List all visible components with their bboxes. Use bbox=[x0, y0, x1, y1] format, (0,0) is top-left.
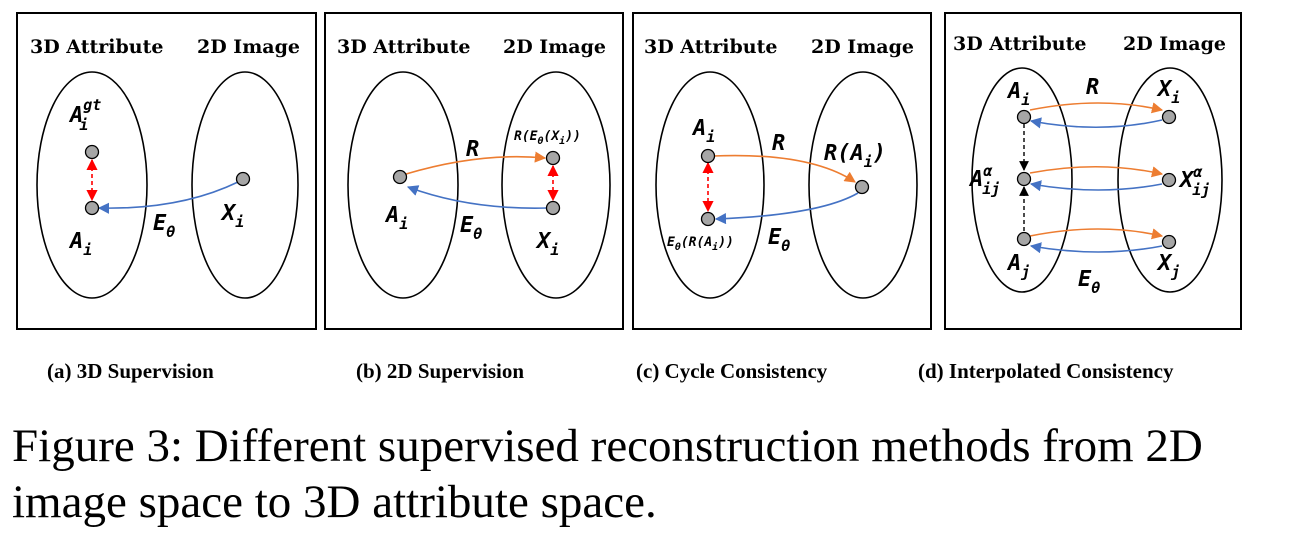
panel-d-render-arrow-j bbox=[1029, 228, 1164, 240]
panel-c-label-A: Ai bbox=[691, 116, 715, 146]
panel-d-frame bbox=[944, 12, 1242, 330]
panel-d-render-arrow-i bbox=[1029, 102, 1164, 114]
panel-c: 3D Attribute 2D Image Ai R R(Ai) Eθ Eθ(R… bbox=[632, 12, 932, 330]
panel-c-label-RA: R(Ai) bbox=[824, 141, 886, 171]
panel-d-dot-Aj bbox=[1016, 231, 1032, 247]
panel-d-image-ellipse bbox=[1117, 67, 1223, 293]
panel-d-label-Aj: Aj bbox=[1006, 251, 1030, 281]
panel-b-label-E: Eθ bbox=[460, 213, 482, 243]
panel-d-render-arrow-ij bbox=[1029, 165, 1164, 178]
caption-c: (c) Cycle Consistency bbox=[636, 359, 828, 383]
panel-b-attr-title: 3D Attribute bbox=[337, 36, 470, 58]
panel-c-frame bbox=[632, 12, 932, 330]
panel-b-label-R: R bbox=[466, 137, 479, 162]
panel-d-dot-Xij bbox=[1161, 172, 1177, 188]
panel-d-attr-ellipse bbox=[971, 67, 1073, 293]
panel-b-label-A: Ai bbox=[384, 203, 408, 233]
panel-c-render-arrow bbox=[712, 154, 856, 183]
caption-b: (b) 2D Supervision bbox=[356, 359, 524, 383]
panel-c-encoder-arrow bbox=[714, 192, 859, 225]
panel-c-label-R: R bbox=[772, 131, 785, 156]
panel-d-dot-Xi bbox=[1161, 109, 1177, 125]
panel-d-encoder-arrow-i bbox=[1029, 117, 1163, 129]
panel-b-label-X: Xi bbox=[535, 229, 559, 259]
panel-b-dot-X bbox=[545, 200, 561, 216]
panel-d-dot-Xj bbox=[1161, 234, 1177, 250]
panel-b-image-title: 2D Image bbox=[503, 36, 606, 58]
panel-c-dot-ERA bbox=[700, 211, 716, 227]
panel-d-label-R: R bbox=[1086, 75, 1099, 100]
panel-a-label-X: Xi bbox=[220, 201, 244, 231]
panel-c-image-ellipse bbox=[808, 71, 918, 299]
panel-d-dot-Aij bbox=[1016, 171, 1032, 187]
panel-d-image-title: 2D Image bbox=[1123, 33, 1226, 55]
panel-c-attr-title: 3D Attribute bbox=[644, 36, 777, 58]
panel-a-image-ellipse bbox=[191, 71, 299, 299]
panel-a-attr-title: 3D Attribute bbox=[30, 36, 163, 58]
panel-b-label-REX: R(Eθ(Xi)) bbox=[514, 129, 581, 147]
panel-b-dot-REX bbox=[545, 150, 561, 166]
panel-a-attr-ellipse bbox=[36, 71, 148, 299]
panel-c-dot-A bbox=[700, 148, 716, 164]
panel-b-frame bbox=[324, 12, 624, 330]
panel-b-image-ellipse bbox=[501, 71, 611, 299]
caption-a: (a) 3D Supervision bbox=[47, 359, 214, 383]
panel-a-frame bbox=[16, 12, 317, 330]
panel-a-dot-X bbox=[235, 171, 251, 187]
panel-d-encoder-arrow-ij bbox=[1029, 180, 1163, 192]
panel-d-label-Xi: Xi bbox=[1156, 77, 1180, 107]
panel-d-label-Ai: Ai bbox=[1006, 79, 1030, 109]
figure-caption: Figure 3: Different supervised reconstru… bbox=[12, 420, 1203, 528]
panel-c-label-ERA: Eθ(R(Ai)) bbox=[667, 235, 734, 253]
panel-b-dot-A bbox=[392, 169, 408, 185]
panel-c-label-E: Eθ bbox=[768, 225, 790, 255]
panel-d-encoder-arrow-j bbox=[1029, 242, 1163, 254]
panel-a-label-E: Eθ bbox=[153, 211, 175, 241]
panel-d-label-Xj: Xj bbox=[1156, 251, 1180, 281]
panel-d-attr-title: 3D Attribute bbox=[953, 33, 1086, 55]
panel-a-dot-A bbox=[84, 200, 100, 216]
panel-d-dot-Ai bbox=[1016, 109, 1032, 125]
panel-b-attr-ellipse bbox=[347, 71, 459, 299]
panel-c-image-title: 2D Image bbox=[811, 36, 914, 58]
panel-a-label-A: Ai bbox=[68, 229, 92, 259]
panel-b-render-arrow bbox=[405, 151, 547, 175]
panel-b: 3D Attribute 2D Image Ai R Eθ Xi R(Eθ(Xi… bbox=[324, 12, 624, 330]
caption-d: (d) Interpolated Consistency bbox=[918, 359, 1174, 383]
panel-a-image-title: 2D Image bbox=[197, 36, 300, 58]
panel-b-encoder-arrow bbox=[406, 185, 548, 209]
panel-c-dot-RA bbox=[854, 179, 870, 195]
panel-a-dot-Agt bbox=[84, 144, 100, 160]
panel-c-attr-ellipse bbox=[655, 71, 765, 299]
panel-a-encoder-arrow bbox=[97, 181, 239, 214]
panel-d-label-E: Eθ bbox=[1078, 267, 1100, 297]
